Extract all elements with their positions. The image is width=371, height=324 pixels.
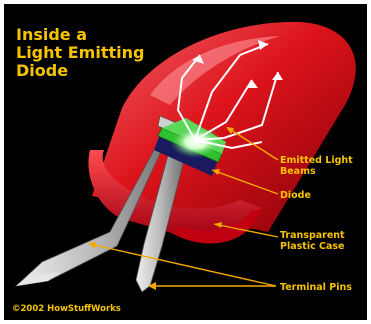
light-glow — [170, 126, 222, 158]
label-plastic-case-line-1: Transparent — [280, 230, 345, 241]
diagram-title-line-3: Diode — [16, 61, 68, 80]
label-diode: Diode — [280, 190, 311, 201]
label-plastic-case-line-2: Plastic Case — [280, 241, 345, 252]
diagram-title-line-1: Inside a — [16, 25, 87, 44]
label-terminal-pins: Terminal Pins — [280, 282, 352, 293]
copyright-credit: ©2002 HowStuffWorks — [12, 304, 121, 314]
label-emitted-light-beams-line-1: Emitted Light — [280, 155, 353, 166]
label-emitted-light-beams-line-2: Beams — [280, 166, 316, 177]
diagram-title-line-2: Light Emitting — [16, 43, 144, 62]
